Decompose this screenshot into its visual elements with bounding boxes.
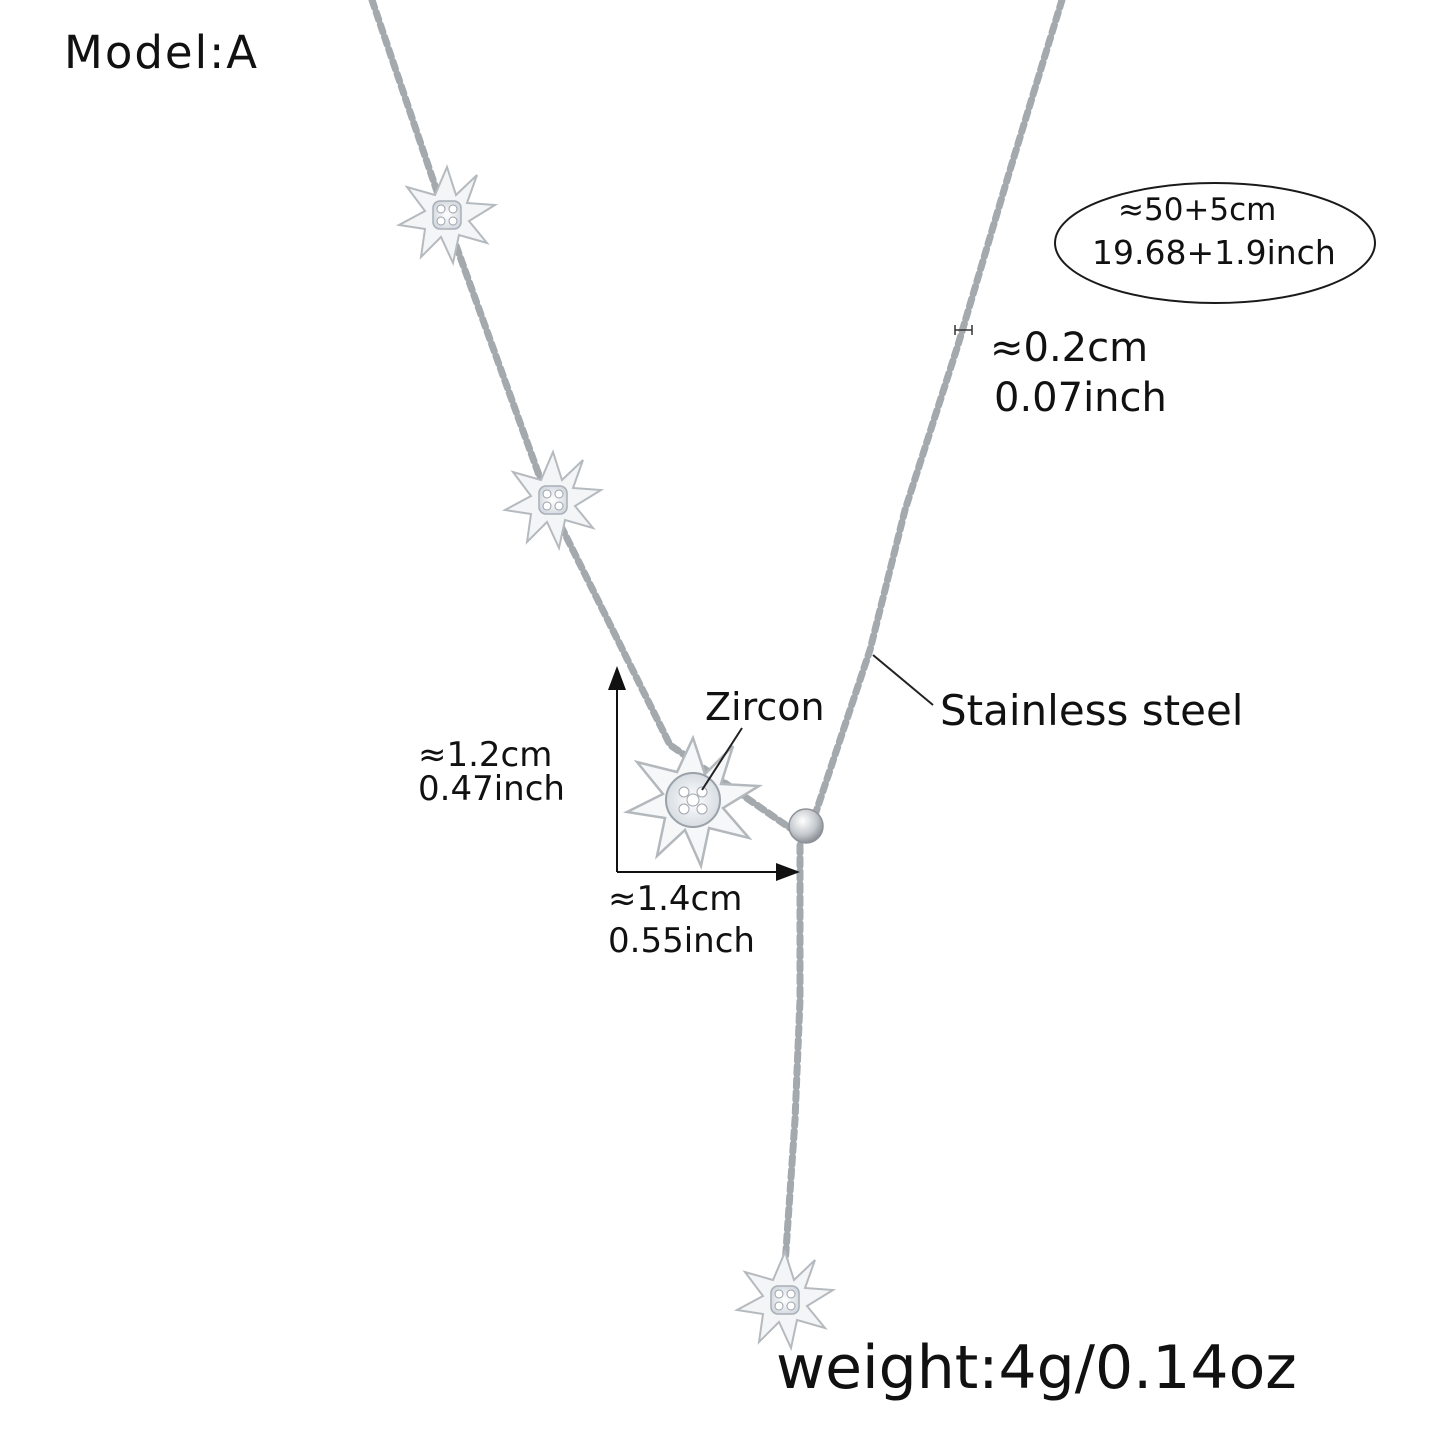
length-inch-label: 19.68+1.9inch [1092, 233, 1336, 272]
weight-label: weight:4g/0.14oz [776, 1333, 1297, 1403]
model-label: Model:A [64, 26, 260, 79]
material-label: Stainless steel [940, 686, 1244, 735]
star-charm-1 [395, 164, 499, 267]
zircon-leader-line [701, 727, 743, 791]
length-ellipse [1054, 182, 1376, 304]
chain [368, 0, 1066, 1269]
pendant-width-inch-label: 0.55inch [608, 921, 755, 961]
star-charm-drop [733, 1249, 837, 1352]
pendant-height-cm-label: ≈1.2cm [418, 735, 553, 775]
chain-right-strand [811, 0, 1066, 819]
chain-drop-strand [781, 841, 804, 1269]
pendant-width-cm-label: ≈1.4cm [608, 879, 743, 919]
steel-leader-line [872, 654, 934, 706]
star-charm-2 [501, 449, 605, 552]
stone-label: Zircon [705, 685, 825, 729]
main-star-pendant [622, 734, 764, 871]
slider-bead [788, 808, 824, 844]
chain-width-marker [954, 325, 973, 335]
chain-width-inch-label: 0.07inch [994, 375, 1167, 421]
height-dimension-arrow [608, 666, 626, 872]
width-dimension-arrow [617, 863, 800, 881]
length-cm-label: ≈50+5cm [1118, 192, 1277, 228]
pendant-height-inch-label: 0.47inch [418, 769, 565, 809]
chain-width-cm-label: ≈0.2cm [990, 325, 1149, 371]
